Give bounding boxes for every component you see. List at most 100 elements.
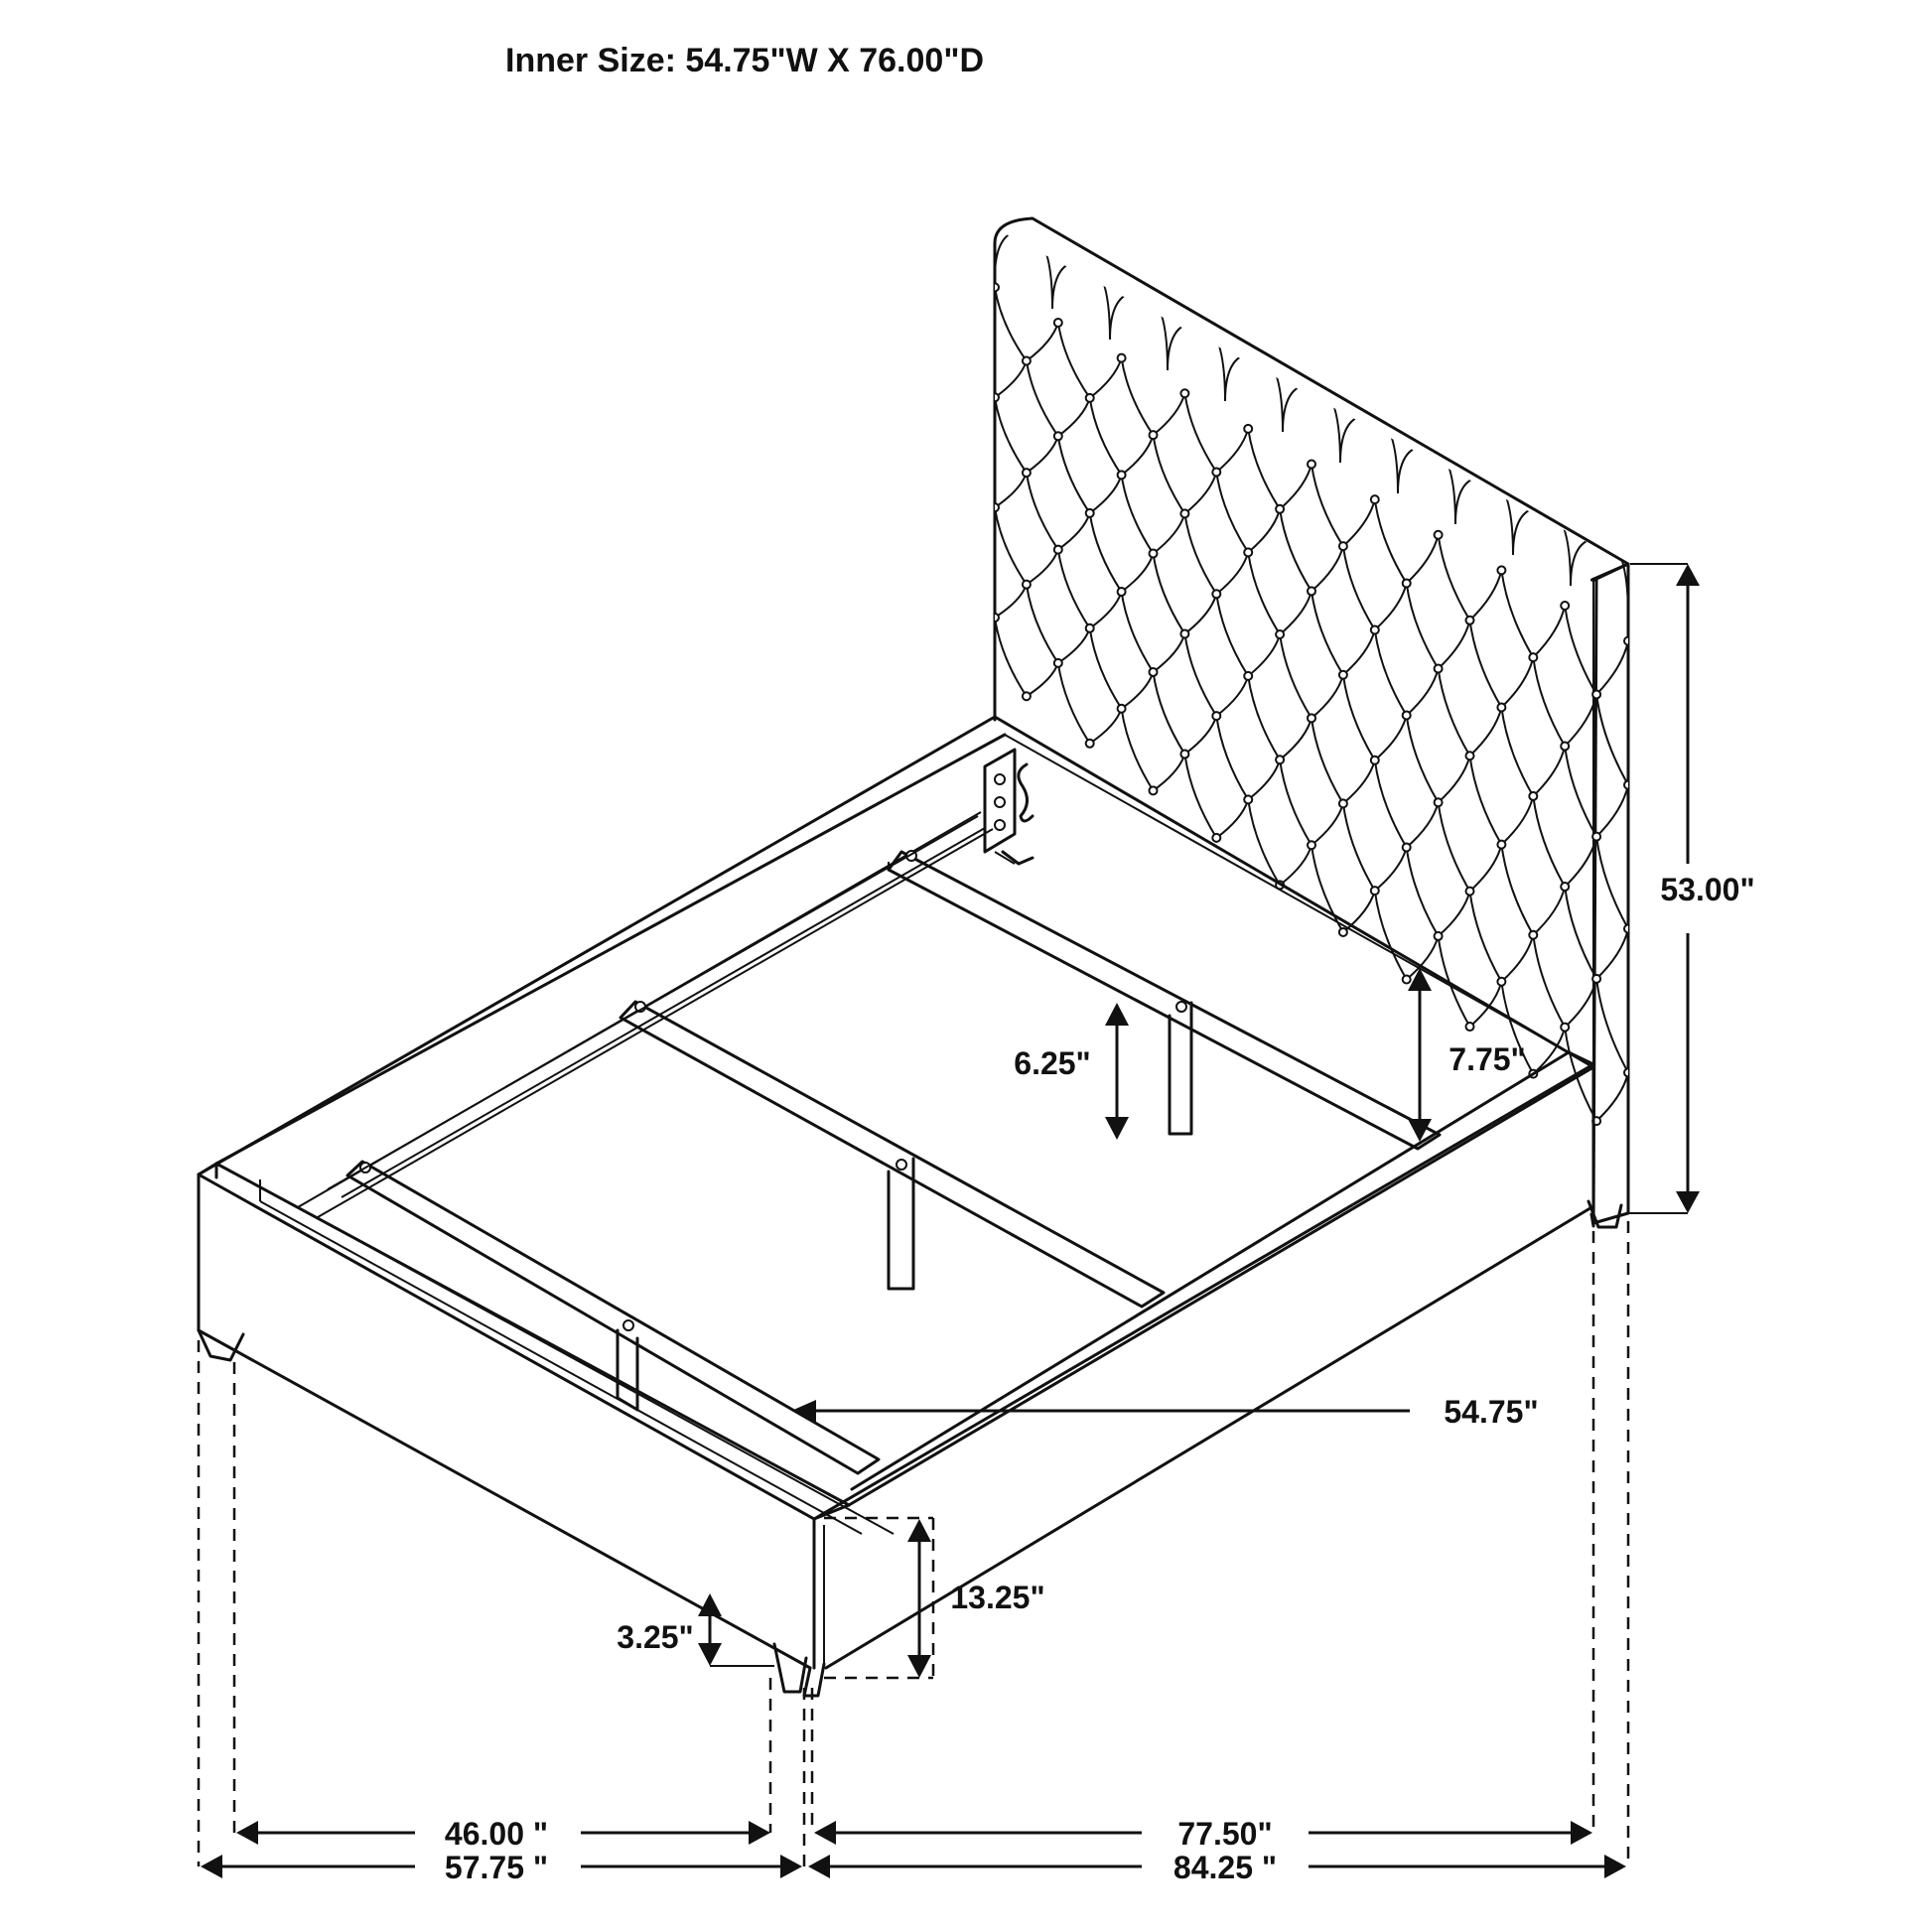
tuft-seam [1088,397,1123,476]
tuft-button [1052,431,1063,442]
tuft-seam [1056,549,1091,629]
tuft-seam [1595,694,1628,786]
tuft-seam [1373,499,1408,584]
tuft-button [1148,430,1159,441]
tuft-seam [1152,754,1186,792]
tuft-seam [1341,674,1376,761]
tuft-seam [1152,513,1186,555]
tuft-button [1433,529,1444,540]
tuft-seam [1247,675,1281,760]
tuft-seam [995,287,1028,362]
tuft-seam [1500,844,1535,936]
tuft-button [1591,831,1602,842]
tuft-button [1021,355,1032,366]
tuft-seam [1215,552,1250,596]
tuft-button [1243,794,1254,805]
tuft-button [1179,508,1190,519]
tuft-seam [995,396,996,434]
tuft-seam [1627,1072,1628,1170]
tuft-seam [1279,844,1312,887]
tuft-button [1243,547,1254,558]
tuft-seam [1215,799,1250,839]
tuft-button [1116,703,1127,714]
tuft-seam [1089,357,1123,399]
tuft-seam [1532,746,1567,797]
tuft-seam [1405,847,1440,937]
tuft-seam [1120,708,1155,791]
label-rail-inner-height: 7.75" [1449,1041,1525,1077]
tuft-seam [1183,393,1218,474]
tuft-button [1052,544,1063,555]
tuft-seam [1595,784,1628,838]
label-inner-width: 54.75" [1444,1394,1538,1430]
tuft-button [1211,711,1222,722]
tuft-button [1084,738,1095,749]
tuft-seam [1564,886,1597,980]
tuft-seam [1564,978,1598,1029]
tuft-seam [1500,795,1535,846]
tuft-button [1148,666,1159,677]
tuft-seam [1152,671,1186,756]
tuft-seam [1120,357,1155,436]
tuft-seam [1627,877,1628,930]
tuft-button [1337,798,1348,809]
tuft-seam [1121,671,1155,710]
tuft-button [1052,318,1063,329]
tuft-seam [1089,591,1123,629]
tuft-seam [1627,928,1628,1024]
tuft-button [1623,1067,1628,1078]
tuft-seam [995,584,1028,619]
tuft-button [1179,749,1190,759]
tuft-seam [1215,594,1250,677]
tuft-button [1116,470,1127,481]
tuft-seam [1437,891,1471,937]
tuft-seam [1247,633,1282,677]
tuft-button [1307,713,1316,724]
tuft-button [1084,622,1095,633]
tuft-button [1275,755,1286,765]
tuft-button [1528,790,1539,801]
tuft-seam [1311,718,1344,804]
tuft-seam [1341,803,1376,892]
tuft-seam [995,507,1028,586]
bed-frame [197,715,1595,1698]
tuft-button [1623,779,1628,790]
tuft-button [1337,669,1348,680]
tuft-button [1496,839,1507,850]
tuft-seam [1215,428,1250,474]
tuft-seam [1247,552,1281,635]
tuft-button [1369,755,1380,765]
tuft-seam [1183,472,1218,515]
tuft-seam [1468,707,1503,757]
tuft-seam [1057,512,1091,551]
tuft-button [995,392,1000,403]
tuft-seam [1183,513,1218,595]
tuft-button [1211,589,1222,600]
tuft-seam [1152,392,1186,436]
tuft-seam [995,617,996,650]
tuft-seam [1373,759,1408,848]
tuft-seam [1374,847,1408,892]
tuft-seam [1595,836,1628,929]
tuft-seam [1500,934,1535,983]
tuft-seam [1564,605,1597,695]
tuft-button [1275,629,1286,640]
tuft-button [1560,882,1571,893]
tuft-button [1560,1022,1571,1033]
tuft-seam [1468,756,1503,846]
label-overall-width: 57.75 " [445,1850,548,1885]
label-inner-length: 77.50" [1177,1816,1272,1852]
label-headboard-height: 53.00" [1660,872,1754,907]
tuft-seam [1405,583,1440,669]
tuft-button [1084,392,1095,403]
tuft-seam [1247,508,1282,554]
tuft-seam [1532,934,1567,1029]
tuft-button [1211,467,1222,478]
tuft-scallop [1282,382,1341,463]
tuft-button [1179,388,1190,399]
tuft-seam [1121,553,1155,593]
tuft-seam [1247,759,1282,801]
label-inner-width-front: 46.00 " [445,1816,548,1852]
tuft-scallop [1512,505,1572,586]
tuft-seam [1564,694,1598,748]
